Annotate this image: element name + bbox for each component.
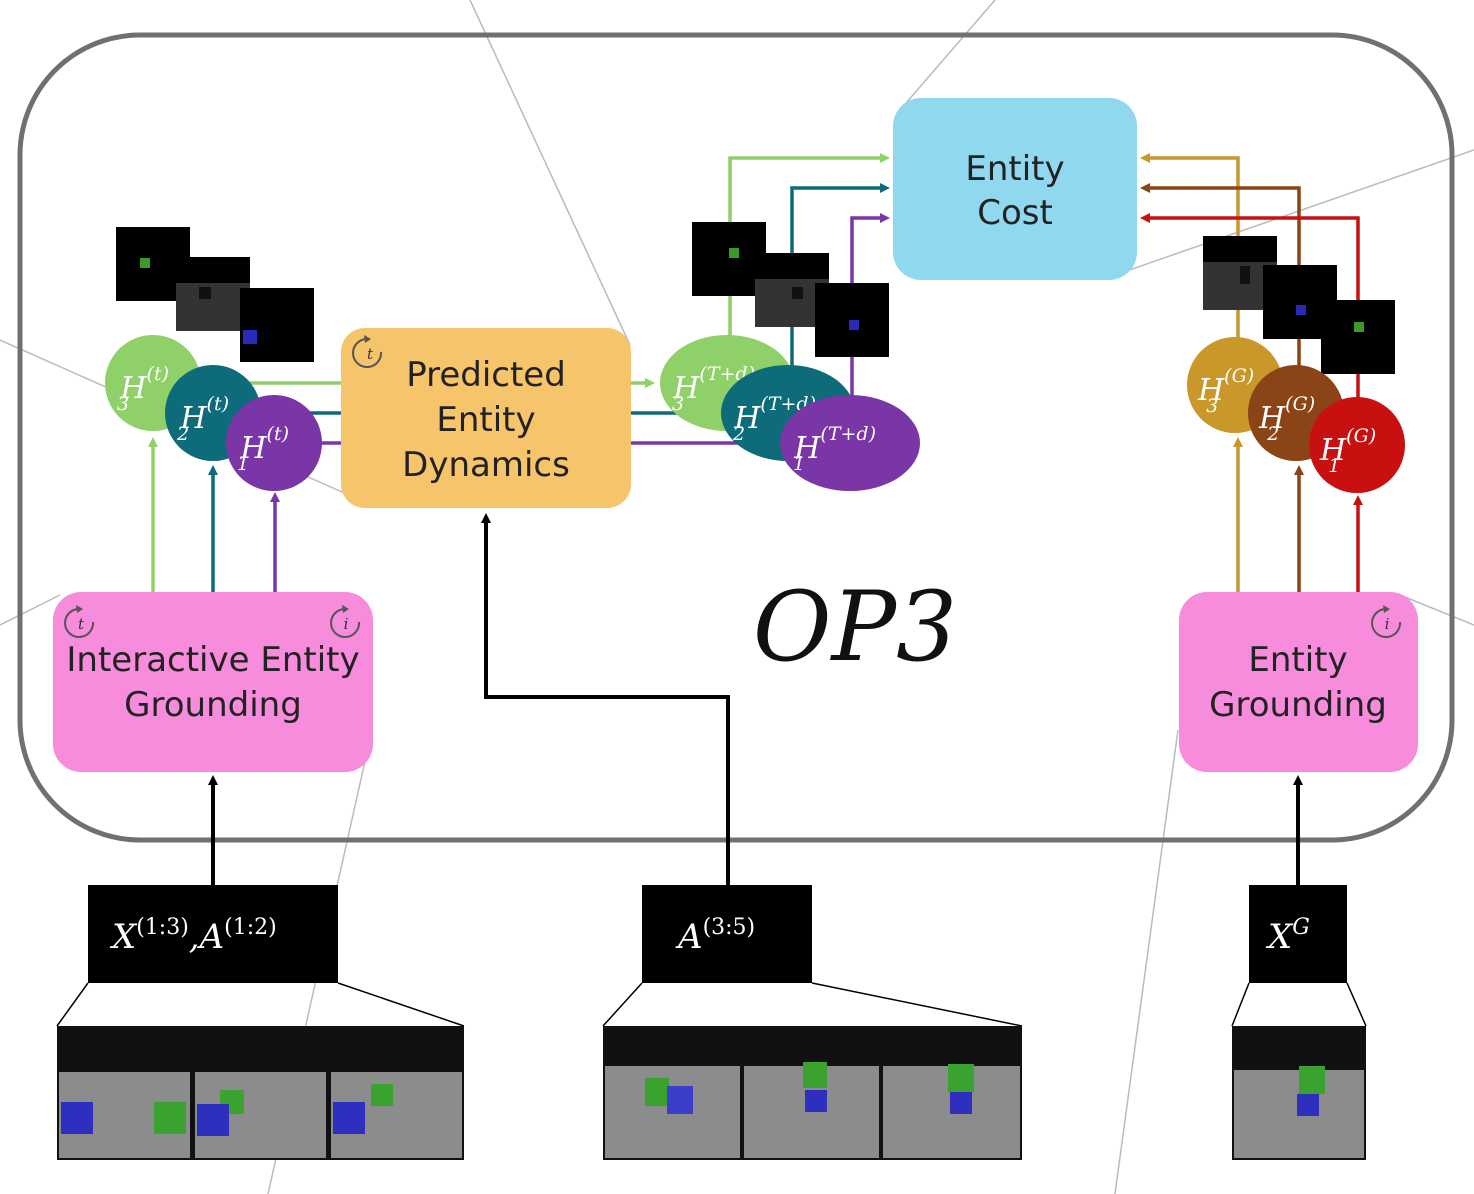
- observation-frames: [57, 1026, 464, 1160]
- current-latent-1: H(t)1: [226, 395, 322, 491]
- predicted-latent-1: H(T+d)1: [780, 395, 920, 491]
- op3-frame: [17, 32, 1455, 843]
- interactive-grounding-line2: Grounding: [124, 685, 302, 725]
- goal-input-box: XG: [1249, 885, 1347, 983]
- interactive-grounding-block: Interactive Entity Grounding t i: [53, 592, 373, 772]
- predicted-mask-thumbnails: [692, 222, 889, 357]
- svg-text:t: t: [367, 345, 374, 363]
- op3-title: OP3: [753, 571, 957, 683]
- grounding-to-latent-arrows: [148, 437, 280, 592]
- entity-cost-block: Entity Cost: [893, 98, 1137, 280]
- predicted-dynamics-block: Predicted Entity Dynamics t: [341, 328, 631, 508]
- goal-latent-1: H(G)1: [1309, 397, 1405, 493]
- svg-text:i: i: [344, 615, 349, 633]
- svg-text:t: t: [78, 615, 85, 633]
- observation-input-box: X(1:3),A(1:2): [88, 885, 338, 983]
- svg-text:H(t)1: H(t)1: [237, 423, 289, 475]
- svg-text:i: i: [1385, 615, 1390, 633]
- entity-grounding-block: Entity Grounding i: [1179, 592, 1418, 772]
- time-loop-icon: t: [352, 335, 383, 368]
- entity-cost-label-line1: Entity: [965, 149, 1064, 189]
- iteration-loop-icon: i: [330, 605, 361, 638]
- svg-text:H(G)2: H(G)2: [1258, 393, 1315, 445]
- goal-mask-thumbnails: [1203, 236, 1395, 374]
- predicted-dynamics-line2: Entity: [436, 400, 535, 440]
- svg-text:H(T+d)1: H(T+d)1: [793, 423, 876, 475]
- zoom-lines: [56, 982, 1367, 1027]
- goal-grounding-to-latent-arrows: [1233, 437, 1363, 592]
- time-loop-icon: t: [64, 605, 95, 638]
- predicted-dynamics-line3: Dynamics: [402, 445, 570, 485]
- iteration-loop-icon: i: [1371, 605, 1402, 638]
- svg-text:H(t)2: H(t)2: [176, 393, 229, 445]
- entity-grounding-line2: Grounding: [1209, 685, 1387, 725]
- svg-text:X(1:3),A(1:2): X(1:3),A(1:2): [109, 915, 277, 957]
- predicted-dynamics-line1: Predicted: [406, 355, 566, 395]
- entity-cost-label-line2: Cost: [977, 193, 1053, 233]
- svg-text:H(G)3: H(G)3: [1197, 365, 1254, 417]
- entity-grounding-line1: Entity: [1248, 640, 1347, 680]
- interactive-grounding-line1: Interactive Entity: [66, 640, 359, 680]
- svg-text:H(G)1: H(G)1: [1319, 425, 1376, 477]
- action-input-box: A(3:5): [642, 885, 812, 983]
- current-mask-thumbnails: [116, 227, 314, 362]
- svg-text:A(3:5): A(3:5): [675, 915, 755, 957]
- action-frames: [603, 1026, 1022, 1160]
- input-arrows: [208, 513, 1303, 885]
- svg-text:H(t)3: H(t)3: [117, 363, 169, 415]
- svg-text:XG: XG: [1265, 915, 1310, 957]
- goal-frame: [1232, 1026, 1366, 1160]
